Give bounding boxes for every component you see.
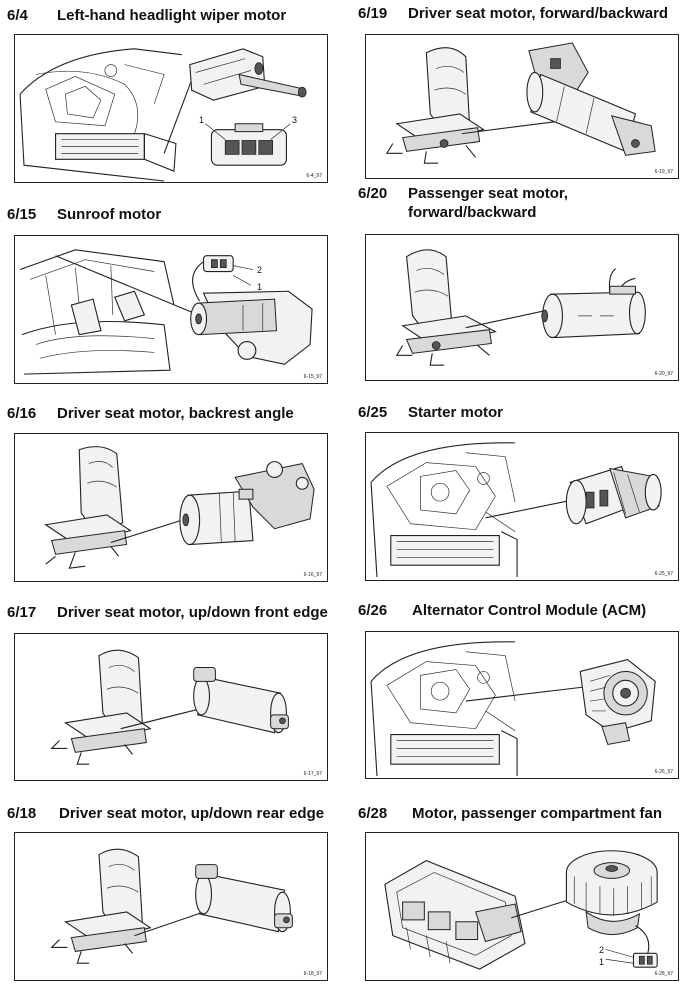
panel-code: 6/25 — [358, 404, 388, 421]
panel-code: 6/26 — [358, 602, 388, 619]
heading-6-17: 6/17 Driver seat motor, up/down front ed… — [7, 603, 328, 622]
panel-title: Alternator Control Module (ACM) — [412, 602, 647, 619]
figure-reference: 6-18_97 — [303, 971, 322, 977]
panel-code: 6/4 — [7, 7, 28, 24]
connector-pin-label: 2 — [599, 945, 605, 955]
sunroof-motor-illustration — [15, 236, 327, 383]
panel-code: 6/18 — [7, 805, 37, 822]
figure-front-edge-motor: 6-17_97 — [14, 633, 328, 781]
connector-pin-label: 1 — [599, 957, 605, 967]
heading-6-15: 6/15 Sunroof motor — [7, 205, 161, 224]
compartment-fan-motor-illustration — [366, 833, 678, 980]
panel-code: 6/19 — [358, 5, 388, 22]
panel-title: Left-hand headlight wiper motor — [57, 7, 287, 24]
figure-rear-edge-motor: 6-18_97 — [14, 832, 328, 981]
heading-6-25: 6/25 Starter motor — [358, 403, 503, 422]
panel-title: Driver seat motor, forward/backward — [408, 5, 669, 22]
panel-title-line-2: forward/backward — [408, 204, 537, 221]
panel-title: Starter motor — [408, 404, 504, 421]
figure-driver-forward-backward-motor: 6-19_97 — [365, 34, 679, 179]
panel-title: Sunroof motor — [57, 206, 162, 223]
figure-reference: 6-28_97 — [654, 971, 673, 977]
connector-pin-label: 1 — [199, 115, 205, 125]
panel-code: 6/17 — [7, 604, 37, 621]
heading-6-20: 6/20 Passenger seat motor, forward/backw… — [358, 184, 568, 221]
figure-reference: 6-16_97 — [303, 572, 322, 578]
panel-code: 6/16 — [7, 405, 37, 422]
connector-pin-label: 3 — [292, 115, 298, 125]
alternator-control-module-illustration — [366, 632, 678, 778]
figure-reference: 6-20_97 — [654, 371, 673, 377]
figure-passenger-forward-backward-motor: 6-20_97 — [365, 234, 679, 381]
figure-alternator-control-module: 6-26_97 — [365, 631, 679, 779]
panel-code: 6/20 — [358, 185, 388, 202]
figure-reference: 6-4_97 — [306, 173, 322, 179]
figure-compartment-fan-motor: 2 1 6-28_97 — [365, 832, 679, 981]
figure-reference: 6-25_97 — [654, 571, 673, 577]
starter-motor-illustration — [366, 433, 678, 580]
panel-title: Driver seat motor, up/down front edge — [57, 604, 328, 621]
figure-reference: 6-17_97 — [303, 771, 322, 777]
heading-6-28: 6/28 Motor, passenger compartment fan — [358, 804, 662, 823]
panel-title: Driver seat motor, up/down rear edge — [59, 805, 325, 822]
headlight-wiper-motor-illustration — [15, 35, 327, 182]
figure-reference: 6-15_97 — [303, 374, 322, 380]
driver-forward-backward-motor-illustration — [366, 35, 678, 178]
heading-6-4: 6/4 Left-hand headlight wiper motor — [7, 6, 286, 25]
heading-6-18: 6/18 Driver seat motor, up/down rear edg… — [7, 804, 324, 823]
front-edge-motor-illustration — [15, 634, 327, 780]
panel-title-line-1: Passenger seat motor, — [408, 185, 569, 202]
connector-pin-label: 1 — [257, 282, 263, 292]
panel-code: 6/28 — [358, 805, 388, 822]
heading-6-16: 6/16 Driver seat motor, backrest angle — [7, 404, 294, 423]
passenger-forward-backward-motor-illustration — [366, 235, 678, 380]
figure-headlight-wiper-motor: 1 3 6-4_97 — [14, 34, 328, 183]
figure-reference: 6-26_97 — [654, 769, 673, 775]
figure-starter-motor: 6-25_97 — [365, 432, 679, 581]
heading-6-19: 6/19 Driver seat motor, forward/backward — [358, 4, 668, 23]
heading-6-26: 6/26 Alternator Control Module (ACM) — [358, 601, 646, 620]
figure-sunroof-motor: 2 1 6-15_97 — [14, 235, 328, 384]
panel-code: 6/15 — [7, 206, 37, 223]
rear-edge-motor-illustration — [15, 833, 327, 980]
panel-title: Driver seat motor, backrest angle — [57, 405, 294, 422]
backrest-angle-motor-illustration — [15, 434, 327, 581]
connector-pin-label: 2 — [257, 265, 263, 275]
figure-backrest-angle-motor: 6-16_97 — [14, 433, 328, 582]
panel-title: Motor, passenger compartment fan — [412, 805, 663, 822]
figure-reference: 6-19_97 — [654, 169, 673, 175]
